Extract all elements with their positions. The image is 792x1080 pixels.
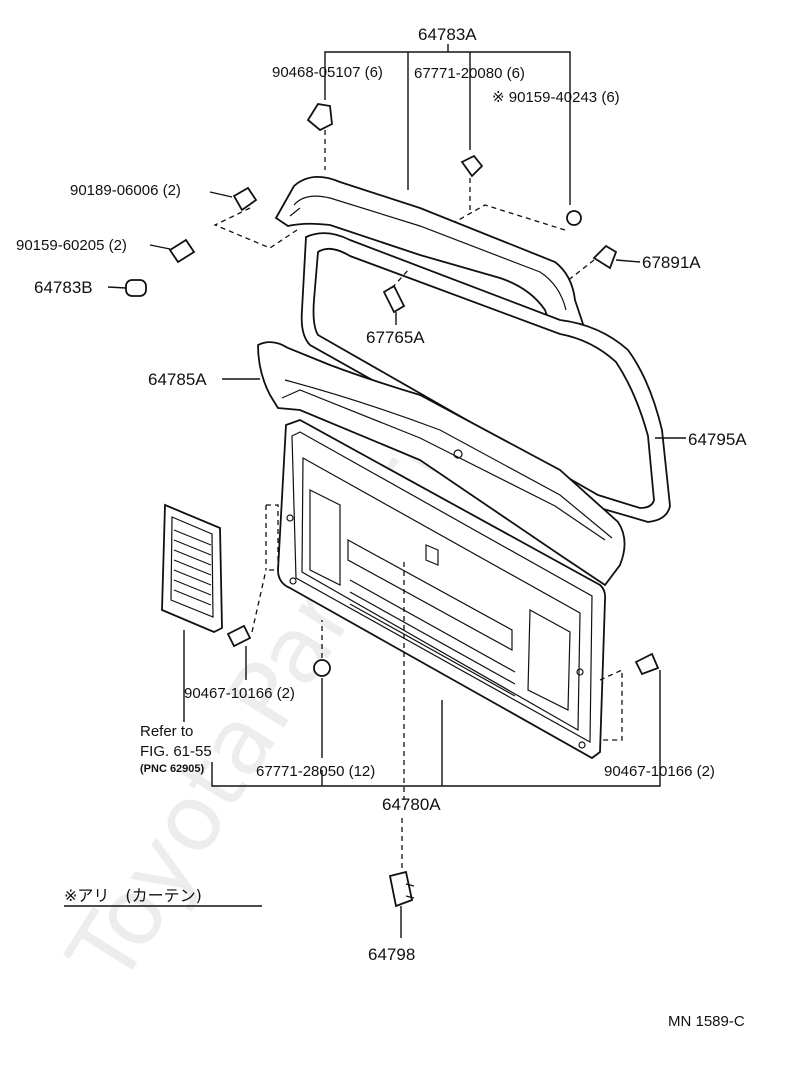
label-64783B: 64783B <box>34 278 93 297</box>
clip-90468-part <box>306 103 333 132</box>
label-64785A: 64785A <box>148 370 207 389</box>
clip-67891A-part <box>592 244 618 270</box>
label-90467-a: 90467-10166 (2) <box>184 685 295 702</box>
clip-67771b-part <box>313 659 331 677</box>
refer-line3: (PNC 62905) <box>140 763 205 775</box>
label-90159-a: ※ 90159-40243 (6) <box>492 89 620 106</box>
label-64780A: 64780A <box>382 795 441 814</box>
cap-64783B-part <box>125 279 147 297</box>
vent-grille-part <box>161 503 223 633</box>
screw-90189-part <box>232 186 258 212</box>
clip-67765A-part <box>382 284 406 314</box>
lower-trim-part <box>257 341 626 587</box>
label-90467-b: 90467-10166 (2) <box>604 763 715 780</box>
leader-lines <box>64 44 686 938</box>
label-64783A: 64783A <box>418 25 477 44</box>
refer-line1: Refer to <box>140 723 193 740</box>
label-67891A: 67891A <box>642 253 701 272</box>
part-labels: 64783A 90468-05107 (6) 67771-20080 (6) ※… <box>16 25 747 1030</box>
note-label: ※アリ (カーテン) <box>64 886 202 905</box>
label-90189: 90189-06006 (2) <box>70 182 181 199</box>
label-90159-b: 90159-60205 (2) <box>16 237 127 254</box>
door-panel-part <box>277 419 607 760</box>
clip-90467b-part <box>634 652 660 676</box>
label-67771-a: 67771-20080 (6) <box>414 65 525 82</box>
clip-67771a-part <box>460 154 484 178</box>
figure-code: MN 1589-C <box>668 1013 745 1030</box>
label-64798: 64798 <box>368 945 415 964</box>
refer-line2: FIG. 61-55 <box>140 743 212 760</box>
clip-90467a-part <box>226 624 252 648</box>
label-90468: 90468-05107 (6) <box>272 64 383 81</box>
label-67765A: 67765A <box>366 328 425 347</box>
label-64795A: 64795A <box>688 430 747 449</box>
bracket-64798-part <box>388 870 415 908</box>
screw-90159b-part <box>168 238 196 264</box>
label-67771-b: 67771-28050 (12) <box>256 763 375 780</box>
screw-90159a-part <box>566 210 582 226</box>
